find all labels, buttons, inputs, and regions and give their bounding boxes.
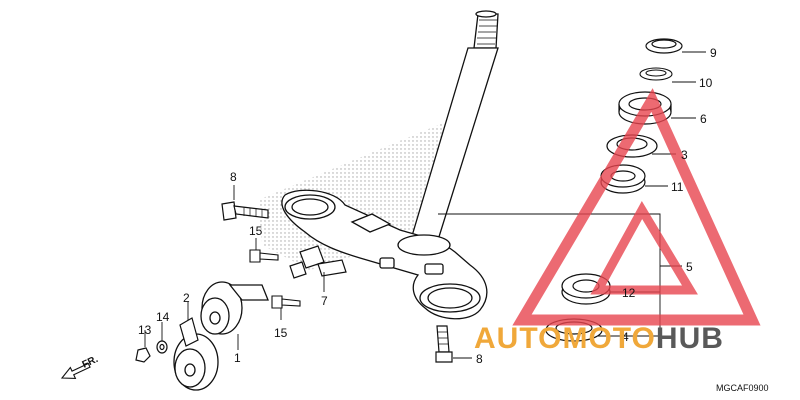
front-label: FR. — [81, 354, 100, 371]
callout-8-lower: 8 — [476, 352, 483, 366]
callout-5: 5 — [686, 260, 693, 274]
bolt-15-lower — [271, 295, 301, 309]
horn-bracket — [179, 317, 199, 347]
callout-13: 13 — [138, 323, 152, 337]
callout-10: 10 — [699, 76, 713, 90]
washer — [156, 340, 168, 354]
watermark-moto: MOTO — [562, 322, 655, 355]
nut — [135, 347, 151, 363]
callout-15-upper: 15 — [249, 224, 263, 238]
callout-6: 6 — [700, 112, 707, 126]
callout-4: 4 — [622, 330, 629, 344]
callout-3: 3 — [681, 148, 688, 162]
callout-2: 2 — [183, 291, 190, 305]
watermark-hub: HUB — [656, 322, 724, 355]
front-arrow — [60, 362, 91, 379]
bolt-upper — [221, 201, 269, 221]
lock-washer-10 — [639, 67, 673, 81]
steering-stem — [411, 10, 499, 241]
watermark-text: AUTOMOTOHUB — [474, 322, 724, 355]
diagram-code: MGCAF0900 — [716, 383, 769, 393]
lock-nut-9 — [645, 38, 683, 54]
callout-7: 7 — [321, 294, 328, 308]
horn-lower — [173, 333, 219, 391]
bolt-lower — [435, 325, 453, 363]
lower-triple-clamp — [281, 189, 488, 320]
wire-clip — [289, 245, 347, 279]
callout-11: 11 — [671, 180, 684, 194]
bolt-15-upper — [249, 249, 279, 263]
watermark-auto: AUTO — [474, 322, 562, 355]
watermark-logo — [512, 88, 761, 326]
callout-1: 1 — [234, 351, 241, 365]
horn-upper — [200, 281, 269, 335]
callout-8-upper: 8 — [230, 170, 237, 184]
callout-9: 9 — [710, 46, 717, 60]
callout-15-lower: 15 — [274, 326, 288, 340]
callout-14: 14 — [156, 310, 170, 324]
callout-12: 12 — [622, 286, 636, 300]
